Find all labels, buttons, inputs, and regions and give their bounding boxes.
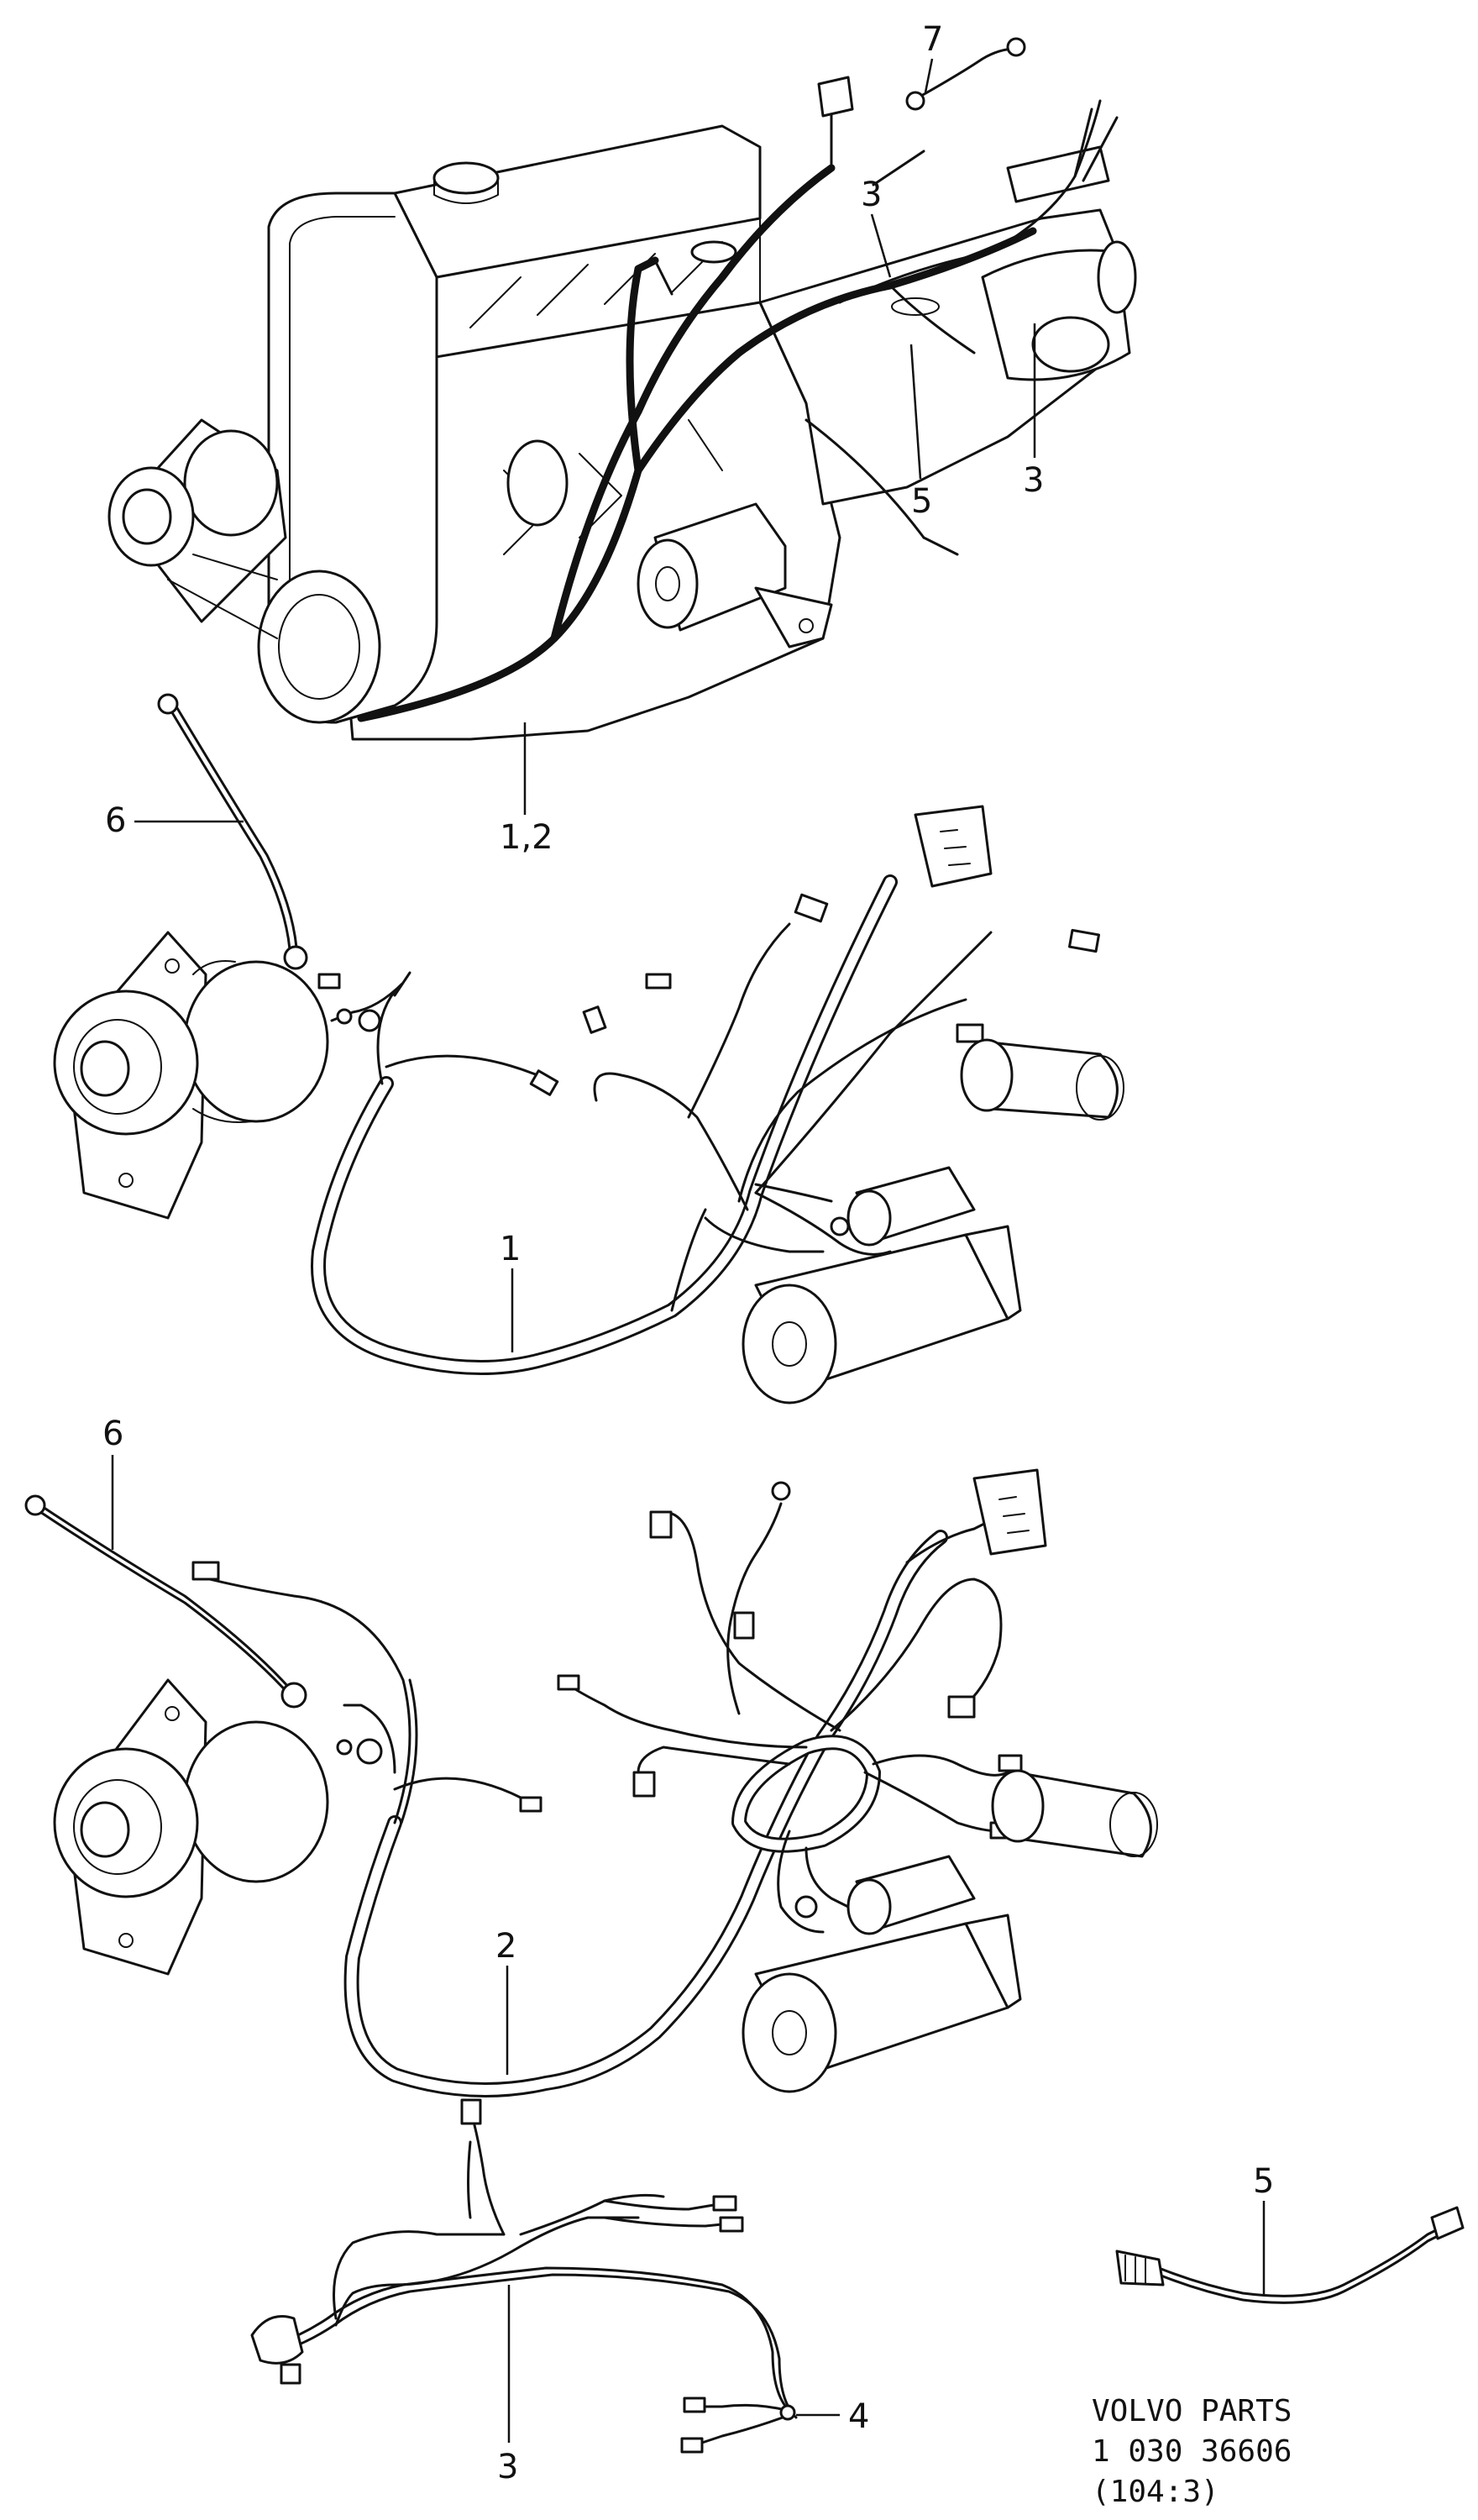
h3-connector-d bbox=[680, 2437, 704, 2454]
callout-sensor-5: 5 bbox=[1253, 2162, 1274, 2201]
h1-alternator-body bbox=[183, 960, 329, 1123]
h3-boot-connector bbox=[250, 2315, 304, 2365]
h3-junction-4 bbox=[779, 2404, 796, 2421]
h3-top-connector bbox=[460, 2098, 482, 2125]
engine-harness-3 bbox=[838, 99, 1102, 304]
h1-starter-end bbox=[742, 1284, 837, 1404]
h1-connector-f bbox=[645, 973, 672, 990]
footer-line-2: 1 030 36606 bbox=[1092, 2434, 1292, 2469]
callout-h3-3: 3 bbox=[497, 2448, 518, 2486]
engine-assembly bbox=[107, 76, 1137, 741]
distributor-cap bbox=[690, 240, 737, 264]
callout-h2-2: 2 bbox=[495, 1927, 516, 1966]
h2-ignition-coil bbox=[1014, 1771, 1152, 1858]
h3-connector-c bbox=[683, 2397, 706, 2413]
crank-pulley bbox=[257, 570, 381, 724]
h1-multi-connector bbox=[914, 805, 993, 888]
h1-ground-strap-6 bbox=[157, 693, 308, 970]
h3-connector-b bbox=[719, 2216, 744, 2233]
sensor-wire-5 bbox=[1115, 2206, 1465, 2304]
h2-alternator-body bbox=[183, 1720, 329, 1883]
harness-3-wire bbox=[275, 2266, 791, 2412]
parts-reference: VOLVO PARTS 1 030 36606 (104:3) bbox=[1092, 2394, 1292, 2509]
sensor-5-body bbox=[1115, 2250, 1165, 2286]
harness-1-assembly bbox=[53, 805, 1124, 1404]
h3-connector-a bbox=[712, 2195, 737, 2212]
engine-connector bbox=[817, 76, 854, 118]
h2-connector-b bbox=[649, 1510, 673, 1539]
h2-connector-f bbox=[998, 1754, 1023, 1772]
callout-engine-5: 5 bbox=[911, 482, 932, 521]
h1-connector-c bbox=[956, 1023, 984, 1043]
engine-coil bbox=[506, 439, 569, 527]
gearbox-housing-top bbox=[1006, 145, 1110, 203]
engine-main-harness bbox=[357, 227, 1037, 722]
h1-connector-a bbox=[794, 893, 829, 923]
h2-ground-strap-6 bbox=[24, 1494, 307, 1709]
h1-connector-e bbox=[582, 1005, 607, 1034]
callout-h3-4: 4 bbox=[848, 2397, 869, 2436]
h2-multi-connector bbox=[972, 1468, 1047, 1556]
oil-filler-cap bbox=[432, 161, 500, 195]
h1-connector-b bbox=[1068, 928, 1100, 953]
callout-engine-3-right: 3 bbox=[1023, 461, 1044, 500]
callout-engine-7: 7 bbox=[922, 20, 943, 59]
footer-line-1: VOLVO PARTS bbox=[1092, 2394, 1292, 2428]
harness-2-assembly bbox=[53, 1468, 1158, 2097]
callout-engine-1-2: 1,2 bbox=[500, 818, 553, 857]
h1-connector-d bbox=[529, 1069, 559, 1096]
h2-starter-end bbox=[742, 1972, 837, 2093]
callout-h2-6: 6 bbox=[102, 1415, 123, 1453]
harness-3-assembly bbox=[250, 2098, 798, 2454]
callout-h1-1: 1 bbox=[500, 1230, 521, 1268]
h2-connector-d bbox=[947, 1695, 976, 1719]
callout-h1-6: 6 bbox=[105, 801, 126, 840]
callout-engine-3-top: 3 bbox=[861, 176, 882, 214]
h2-connector-a bbox=[191, 1561, 220, 1581]
sensor-5-plug bbox=[1430, 2206, 1465, 2240]
h2-connector-c bbox=[733, 1611, 755, 1640]
ground-strap-7 bbox=[905, 37, 1026, 111]
footer-line-3: (104:3) bbox=[1092, 2475, 1219, 2509]
h2-connector-e bbox=[632, 1771, 656, 1798]
